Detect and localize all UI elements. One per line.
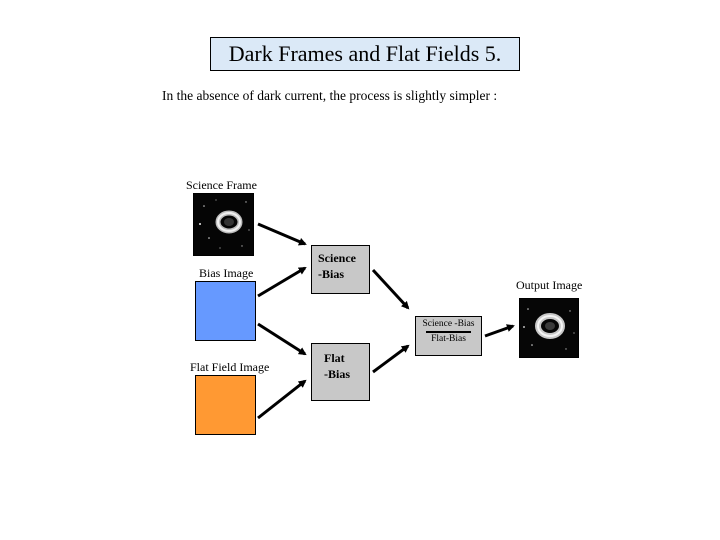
bias-image-label: Bias Image	[199, 266, 254, 280]
arrow-flat-bias-to-ratio	[372, 344, 410, 374]
output-image	[519, 298, 579, 358]
science-minus-bias-line2: -Bias	[318, 267, 345, 281]
flat-field-image-swatch	[195, 375, 256, 435]
ring-nebula-image	[194, 194, 253, 255]
bias-image-swatch	[195, 281, 256, 341]
slide-title-text: Dark Frames and Flat Fields 5.	[228, 41, 502, 66]
slide-subtitle: In the absence of dark current, the proc…	[162, 88, 498, 103]
output-image-label: Output Image	[516, 278, 583, 292]
science-minus-bias-box: Science -Bias	[311, 245, 370, 294]
arrow-ratio-to-output	[484, 324, 515, 338]
fraction-bar	[426, 331, 471, 333]
ring-nebula-output-image	[520, 299, 578, 357]
arrow-science-to-science-bias	[257, 222, 307, 246]
arrow-bias-to-science-bias	[257, 266, 307, 298]
arrow-flat-to-flat-bias	[257, 379, 307, 420]
science-minus-bias-line1: Science	[318, 251, 356, 265]
flat-minus-bias-line2: -Bias	[324, 367, 351, 381]
arrow-bias-to-flat-bias	[257, 322, 307, 356]
ratio-box: Science -Bias Flat-Bias	[415, 316, 482, 356]
flat-minus-bias-line1: Flat	[324, 351, 345, 365]
ratio-denominator: Flat-Bias	[431, 334, 466, 344]
ratio-numerator: Science -Bias	[422, 319, 475, 329]
science-frame-image	[193, 193, 254, 256]
arrow-science-bias-to-ratio	[371, 268, 410, 310]
science-frame-label: Science Frame	[186, 178, 257, 192]
flat-minus-bias-box: Flat -Bias	[311, 343, 370, 401]
slide-title: Dark Frames and Flat Fields 5.	[210, 37, 520, 71]
flat-field-image-label: Flat Field Image	[190, 360, 270, 374]
